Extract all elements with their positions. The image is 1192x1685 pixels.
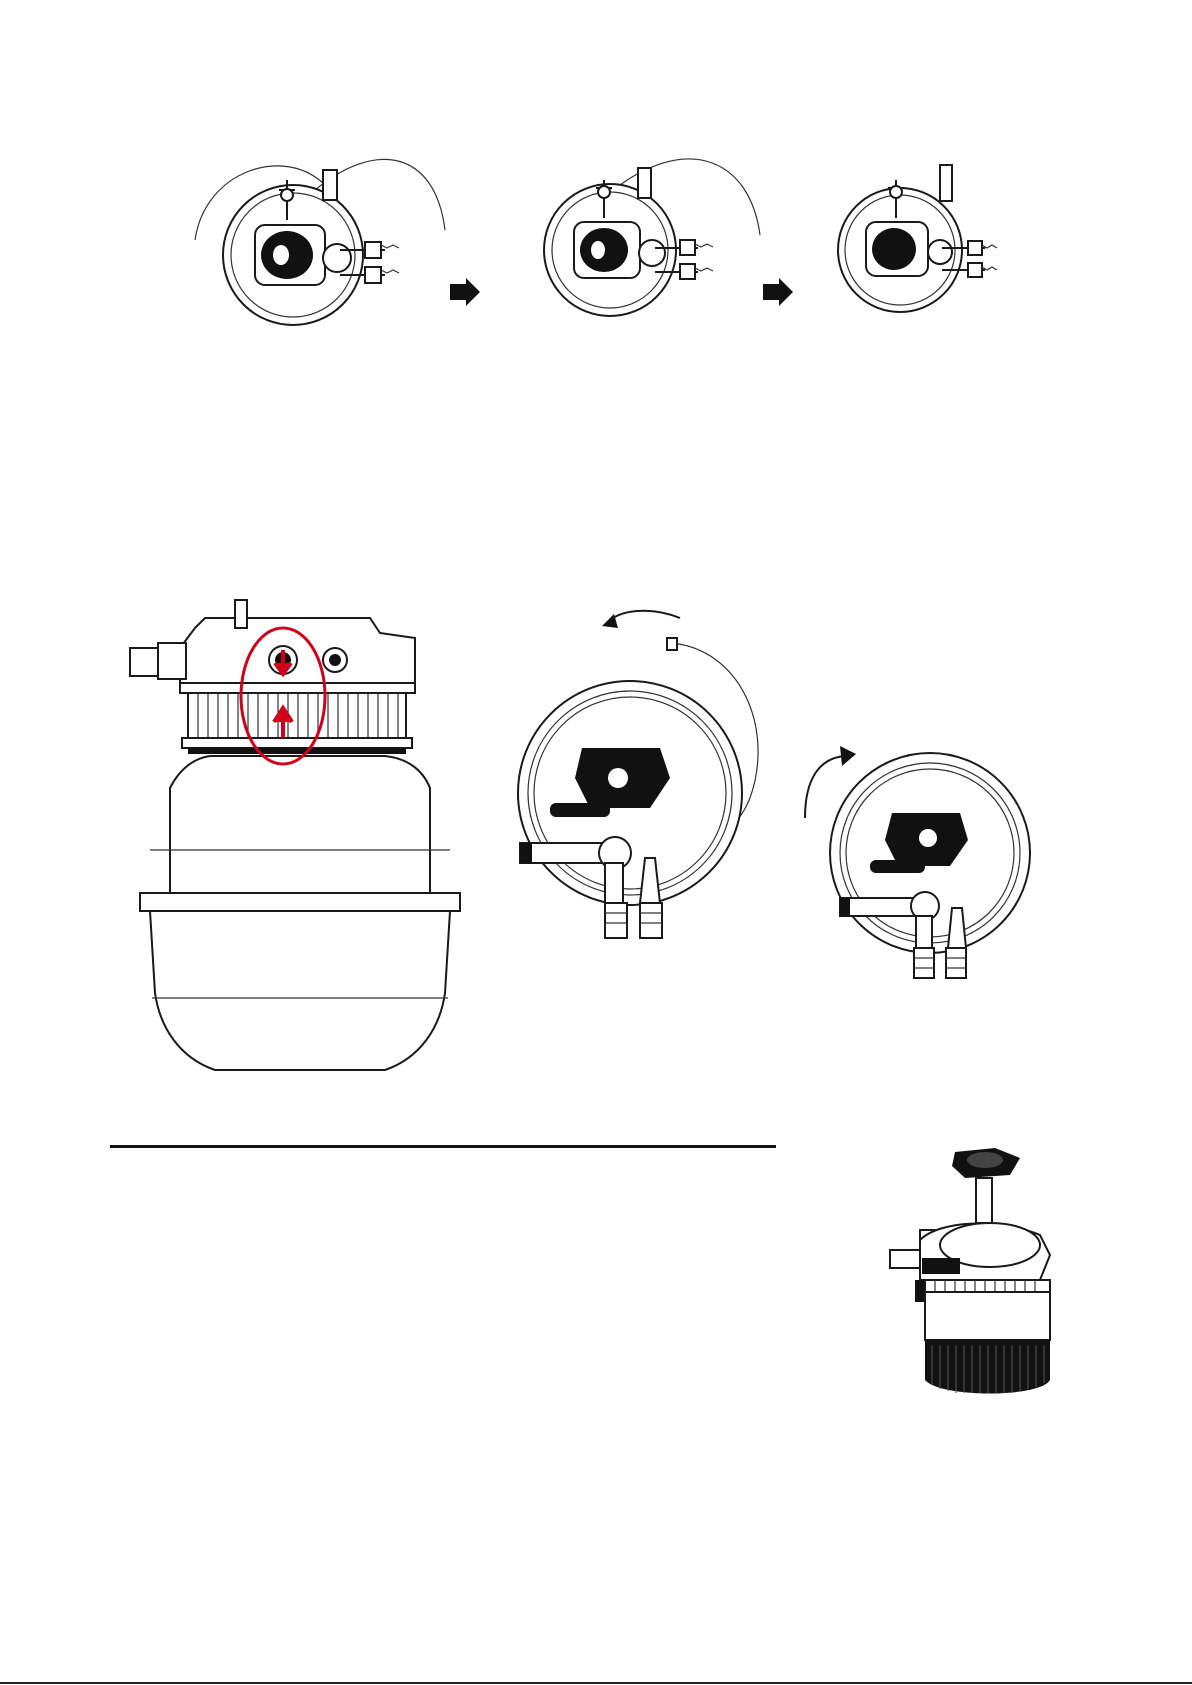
section-divider: [110, 1145, 776, 1148]
step-1-lid-icon: [195, 159, 445, 325]
step-2-lid-icon: [544, 159, 760, 316]
filter-ribs: [188, 693, 406, 738]
step-3-lid-icon: [838, 165, 997, 312]
right-arrow-icon: [450, 278, 480, 306]
lid-rotate-clockwise-icon: [805, 746, 1030, 978]
step-sequence: [160, 150, 1040, 340]
page-bottom-border: [0, 1682, 1192, 1684]
pressure-filter-exploded-icon: [880, 1140, 1060, 1410]
assembly-figure: [110, 588, 1060, 1093]
product-thumbnail: [880, 1140, 1060, 1410]
right-arrow-icon: [763, 278, 793, 306]
lid-rotate-counterclockwise-icon: [518, 611, 758, 938]
filter-tank-side-view-icon: [130, 600, 460, 1070]
